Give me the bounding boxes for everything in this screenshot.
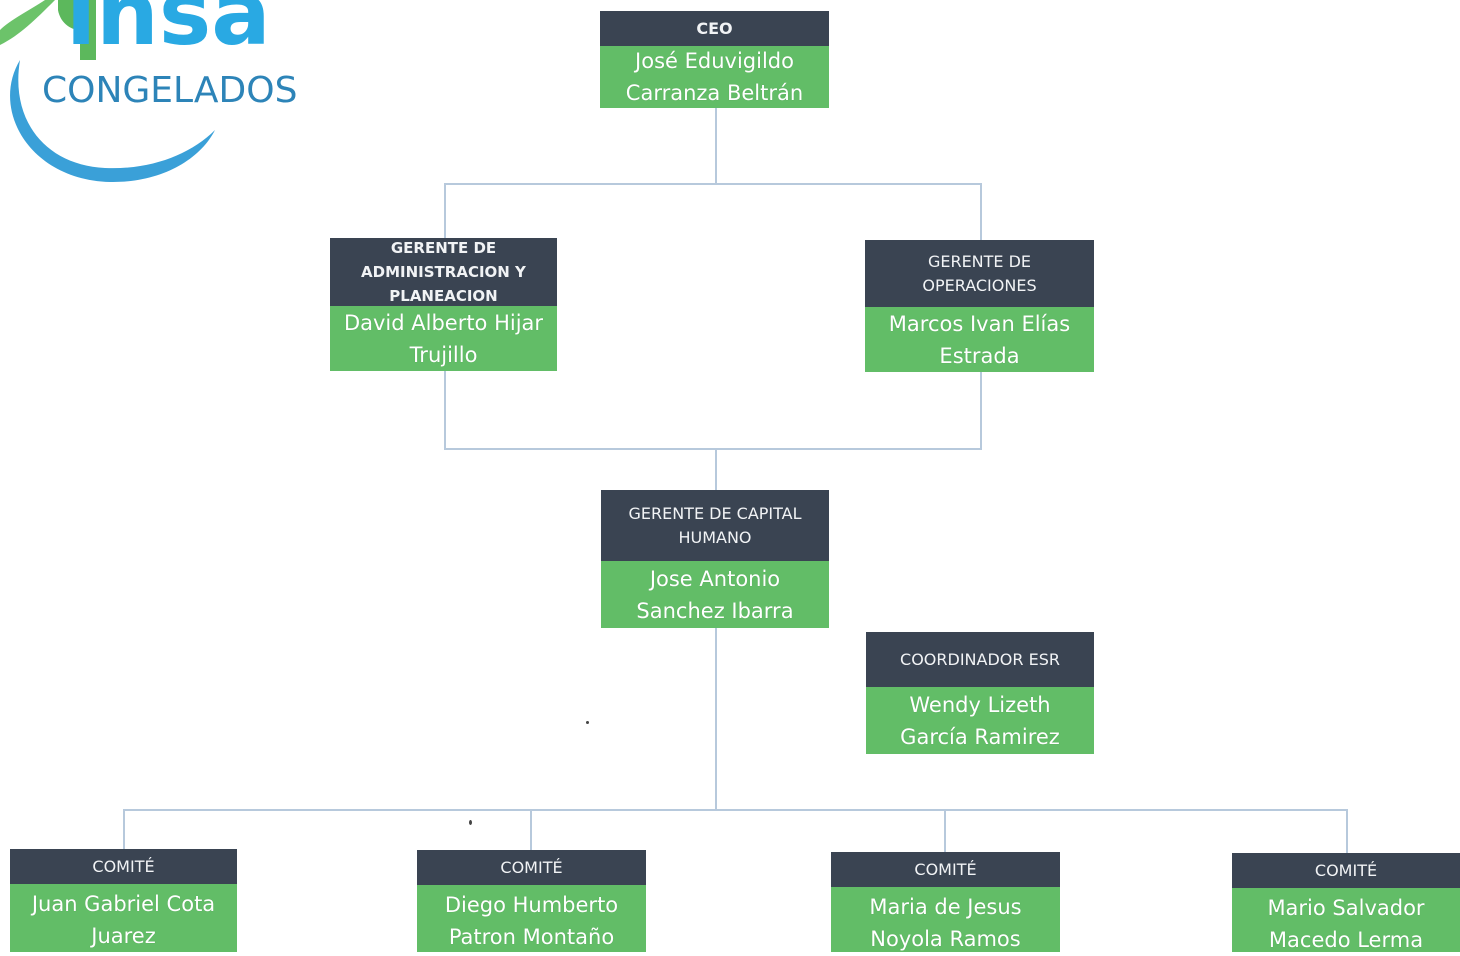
ceo-name-line2: Carranza Beltrán bbox=[625, 81, 804, 105]
committee-node-2: COMITÉ Diego Humberto Patron Montaño bbox=[417, 850, 646, 952]
connector-comite1-up bbox=[123, 809, 125, 849]
ops-title-line2: OPERACIONES bbox=[922, 275, 1037, 295]
committee-1-name: Juan Gabriel Cota Juarez bbox=[10, 884, 237, 952]
logo-subtitle: CONGELADOS bbox=[42, 70, 298, 111]
ceo-title: CEO bbox=[600, 11, 829, 46]
hr-manager-title: GERENTE DE CAPITAL HUMANO bbox=[601, 490, 829, 561]
connector-ops-down bbox=[980, 372, 982, 449]
connector-comite-bar bbox=[123, 809, 1348, 811]
committee-4-name-line2: Macedo Lerma bbox=[1268, 928, 1424, 952]
connector-capital-down bbox=[715, 628, 717, 810]
esr-name-line1: Wendy Lizeth bbox=[909, 692, 1051, 717]
connector-comite3-up bbox=[944, 809, 946, 852]
committee-3-name: Maria de Jesus Noyola Ramos bbox=[831, 887, 1060, 952]
connector-admin-up bbox=[444, 183, 446, 239]
esr-name-line2: García Ramirez bbox=[900, 724, 1060, 749]
scan-speck bbox=[586, 721, 589, 724]
admin-manager-node: GERENTE DE ADMINISTRACION Y PLANEACION D… bbox=[330, 238, 557, 371]
ceo-name: José Eduvigildo Carranza Beltrán bbox=[600, 46, 829, 108]
connector-to-capital bbox=[715, 448, 717, 490]
committee-1-name-line1: Juan Gabriel Cota bbox=[31, 892, 216, 916]
committee-1-name-line2: Juarez bbox=[91, 924, 156, 948]
connector-comite2-up bbox=[530, 809, 532, 850]
connector-managers-bottom-bar bbox=[444, 448, 982, 450]
ops-title-line1: GERENTE DE bbox=[927, 251, 1032, 271]
operations-manager-title: GERENTE DE OPERACIONES bbox=[865, 240, 1094, 307]
ceo-node: CEO José Eduvigildo Carranza Beltrán bbox=[600, 11, 829, 108]
committee-4-name: Mario Salvador Macedo Lerma bbox=[1232, 888, 1460, 952]
admin-title-line1: GERENTE DE bbox=[390, 239, 497, 257]
connector-ceo-down bbox=[715, 108, 717, 184]
hr-manager-name: Jose Antonio Sanchez Ibarra bbox=[601, 561, 829, 628]
connector-admin-down bbox=[444, 371, 446, 449]
hr-name-line1: Jose Antonio bbox=[649, 566, 781, 591]
connector-comite4-up bbox=[1346, 809, 1348, 853]
committee-3-name-line1: Maria de Jesus bbox=[869, 895, 1022, 919]
committee-2-name-line2: Patron Montaño bbox=[448, 925, 615, 949]
esr-coordinator-name: Wendy Lizeth García Ramirez bbox=[866, 687, 1094, 754]
committee-node-4: COMITÉ Mario Salvador Macedo Lerma bbox=[1232, 853, 1460, 952]
hr-title-line1: GERENTE DE CAPITAL bbox=[628, 503, 802, 523]
committee-2-name-line1: Diego Humberto bbox=[444, 893, 619, 917]
ops-name-line2: Estrada bbox=[939, 343, 1020, 368]
committee-2-name: Diego Humberto Patron Montaño bbox=[417, 885, 646, 952]
connector-managers-bar bbox=[444, 183, 982, 185]
committee-node-3: COMITÉ Maria de Jesus Noyola Ramos bbox=[831, 852, 1060, 952]
admin-title-line2: ADMINISTRACION Y bbox=[361, 263, 526, 281]
committee-3-name-line2: Noyola Ramos bbox=[870, 927, 1021, 951]
committee-4-name-line1: Mario Salvador bbox=[1267, 896, 1425, 920]
committee-2-title: COMITÉ bbox=[417, 850, 646, 885]
esr-coordinator-node: COORDINADOR ESR Wendy Lizeth García Rami… bbox=[866, 632, 1094, 754]
committee-node-1: COMITÉ Juan Gabriel Cota Juarez bbox=[10, 849, 237, 952]
esr-coordinator-title: COORDINADOR ESR bbox=[866, 632, 1094, 687]
hr-title-line2: HUMANO bbox=[678, 527, 752, 547]
logo-swoosh-icon bbox=[0, 0, 216, 183]
admin-title-line3: PLANEACION bbox=[389, 287, 498, 305]
admin-name-line1: David Alberto Hijar bbox=[343, 310, 544, 335]
ops-name-line1: Marcos Ivan Elías bbox=[888, 311, 1071, 336]
operations-manager-name: Marcos Ivan Elías Estrada bbox=[865, 307, 1094, 372]
admin-manager-title: GERENTE DE ADMINISTRACION Y PLANEACION bbox=[330, 238, 557, 306]
hr-name-line2: Sanchez Ibarra bbox=[636, 598, 794, 623]
committee-3-title: COMITÉ bbox=[831, 852, 1060, 887]
operations-manager-node: GERENTE DE OPERACIONES Marcos Ivan Elías… bbox=[865, 240, 1094, 372]
committee-1-title: COMITÉ bbox=[10, 849, 237, 884]
committee-4-title: COMITÉ bbox=[1232, 853, 1460, 888]
ceo-name-line1: José Eduvigildo bbox=[635, 49, 794, 73]
hr-manager-node: GERENTE DE CAPITAL HUMANO Jose Antonio S… bbox=[601, 490, 829, 628]
scan-speck bbox=[469, 820, 472, 825]
admin-manager-name: David Alberto Hijar Trujillo bbox=[330, 306, 557, 371]
company-logo: insa CONGELADOS bbox=[0, 0, 320, 190]
connector-ops-up bbox=[980, 183, 982, 240]
admin-name-line2: Trujillo bbox=[409, 342, 478, 367]
logo-brand-text: insa bbox=[66, 0, 271, 65]
